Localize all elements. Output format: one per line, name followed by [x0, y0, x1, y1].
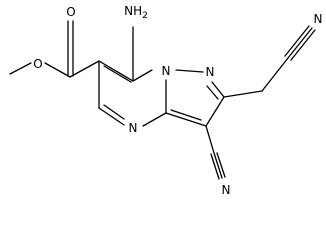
molecule-drawing: O O NH2 N N N N N — [9, 4, 322, 197]
bond-carbonyl-ring — [69, 60, 100, 78]
atom-n-nitrile-bottom: N — [222, 183, 231, 197]
bond-nitrile-bottom-1 — [213, 152, 223, 179]
bond-n2-c2-b — [206, 85, 219, 100]
bond-c3-c3a-a — [165, 112, 207, 127]
bond-nitrile-bottom-2 — [216, 152, 226, 178]
bond-o-carbonyl-c — [44, 62, 71, 78]
bond-c3-cn-carbon — [205, 125, 215, 154]
bond-c2-ch2 — [223, 90, 263, 98]
bond-c6-c7-a — [98, 60, 134, 82]
bond-n4-c3a — [142, 112, 167, 127]
bond-nitrile-bottom-3 — [210, 153, 220, 180]
bond-ch2-cn-carbon — [261, 57, 289, 92]
atom-labels: O O NH2 N N N N N — [33, 4, 322, 197]
bond-c6-c7-b — [103, 65, 132, 83]
atom-n-pyrimidine: N — [129, 121, 138, 135]
atom-o-carbonyl: O — [66, 5, 75, 19]
atom-n-nitrile-top: N — [314, 12, 323, 26]
bond-c7-n-bridge — [132, 69, 153, 82]
bond-c5-n4-a — [98, 107, 125, 126]
bond-c2-c3 — [205, 96, 225, 127]
bond-nitrile-top-1 — [287, 27, 313, 59]
atom-n-pyrazole: N — [206, 65, 215, 79]
bond-methyl-o — [9, 62, 32, 75]
atom-n-bridge: N — [162, 64, 171, 78]
bonds — [9, 20, 316, 180]
bond-n-bridge-n2 — [175, 69, 204, 73]
structure-diagram: O O NH2 N N N N N — [9, 4, 322, 197]
atom-o-methoxy: O — [33, 57, 42, 71]
bond-nitrile-top-3 — [284, 25, 310, 57]
atom-amine: NH2 — [124, 4, 148, 21]
bond-c3-c3a-b — [170, 109, 202, 121]
bond-n2-c2-a — [211, 81, 225, 98]
bond-nitrile-top-2 — [290, 29, 316, 61]
bond-c5-n4-b — [103, 104, 125, 120]
